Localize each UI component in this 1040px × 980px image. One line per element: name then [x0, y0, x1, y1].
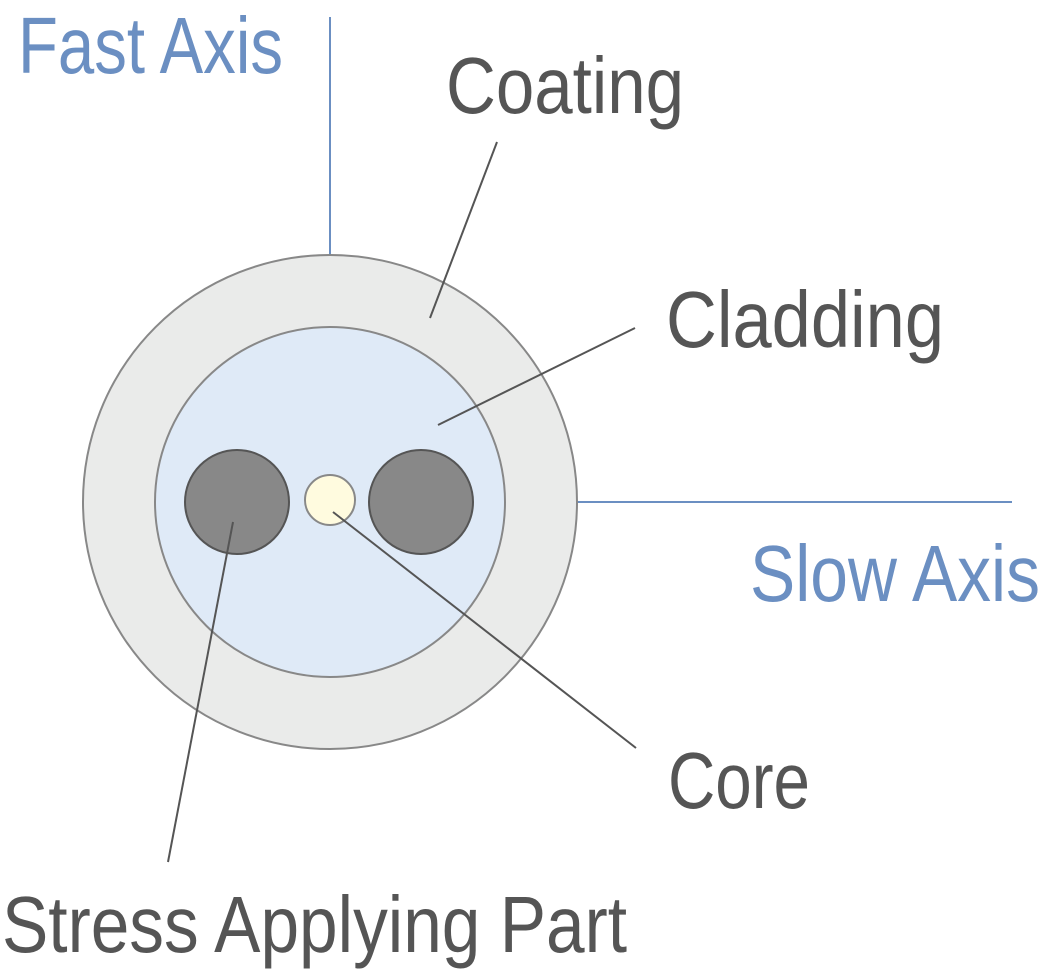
coating-label: Coating — [446, 41, 684, 130]
cladding-label: Cladding — [666, 275, 944, 364]
slow-axis-label: Slow Axis — [750, 529, 1040, 618]
stress-leader — [167, 521, 234, 863]
stress-rod-left — [184, 449, 290, 555]
stress-applying-part-label: Stress Applying Part — [2, 880, 627, 969]
cladding-leader — [437, 327, 636, 426]
stress-rod-right — [368, 449, 474, 555]
core-leader — [332, 511, 637, 749]
fast-axis-label: Fast Axis — [18, 1, 283, 90]
coating-leader — [429, 141, 498, 319]
core-label: Core — [668, 736, 810, 825]
core-circle — [304, 474, 356, 526]
